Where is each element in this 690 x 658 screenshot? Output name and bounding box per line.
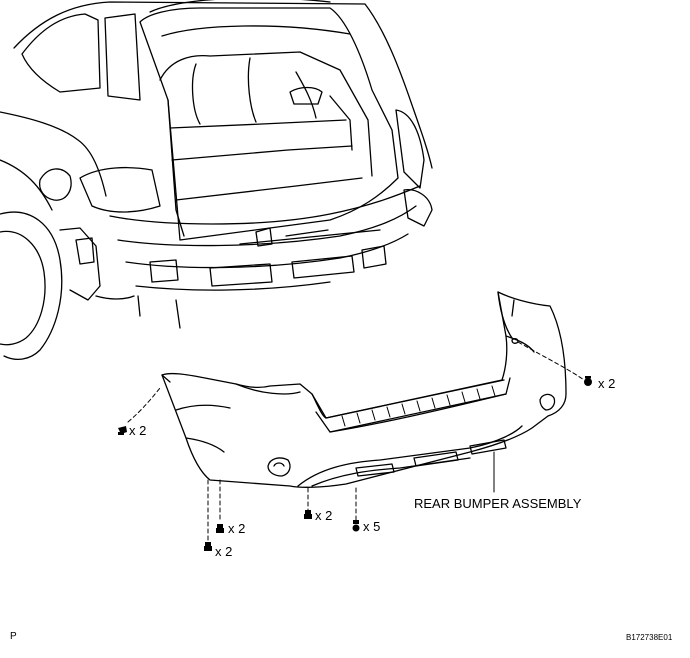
screw-icon bbox=[304, 510, 312, 519]
vehicle-rear-body bbox=[0, 0, 433, 361]
rear-bumper-assembly-label: REAR BUMPER ASSEMBLY bbox=[414, 496, 582, 511]
right-clip-quantity: x 2 bbox=[598, 376, 616, 391]
lower-bolt-quantity-upper: x 2 bbox=[228, 521, 246, 536]
left-screw-quantity: x 2 bbox=[129, 423, 147, 438]
figure-code: B172738E01 bbox=[626, 633, 673, 642]
clip-icon bbox=[584, 376, 592, 386]
fastener-leader-lines bbox=[127, 341, 585, 541]
center-clip-quantity: x 5 bbox=[363, 519, 381, 534]
bolt-icon bbox=[204, 542, 212, 551]
rear-bumper-cover bbox=[161, 291, 567, 488]
screw-icon bbox=[118, 426, 127, 435]
bolt-icon bbox=[216, 524, 224, 533]
center-screw-quantity: x 2 bbox=[315, 508, 333, 523]
clip-icon bbox=[352, 520, 360, 532]
lower-bolt-quantity-lower: x 2 bbox=[215, 544, 233, 559]
footer-letter: P bbox=[10, 631, 17, 642]
